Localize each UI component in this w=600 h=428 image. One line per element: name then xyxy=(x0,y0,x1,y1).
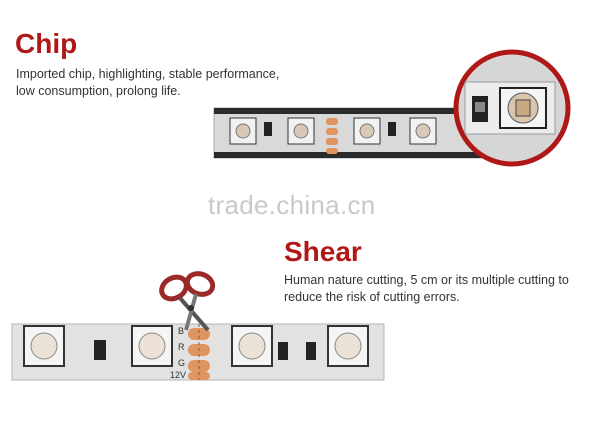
led-chip xyxy=(327,325,369,367)
pad-label-r: R xyxy=(178,342,185,352)
watermark: trade.china.cn xyxy=(208,190,376,220)
led-chip xyxy=(131,325,173,367)
led-chip xyxy=(23,325,65,367)
pad-label-12v: 12V xyxy=(170,370,186,380)
shear-heading: Shear xyxy=(284,236,362,267)
zoom-lens-icon xyxy=(453,49,571,167)
chip-description-line-1: Imported chip, highlighting, stable perf… xyxy=(16,67,280,81)
pad-label-b: B xyxy=(178,326,184,336)
shear-description-line-1: Human nature cutting, 5 cm or its multip… xyxy=(284,273,569,287)
led-chip xyxy=(287,117,315,145)
scissors-icon xyxy=(159,271,216,332)
chip-heading: Chip xyxy=(15,28,78,59)
pad-label-g: G xyxy=(178,358,185,368)
chip-description-line-2: low consumption, prolong life. xyxy=(16,84,181,98)
chip-description: Imported chip, highlighting, stable perf… xyxy=(16,66,316,100)
led-chip xyxy=(231,325,273,367)
led-chip xyxy=(229,117,257,145)
led-chip xyxy=(353,117,381,145)
copper-pads xyxy=(326,118,338,154)
led-strip-bottom-photo: B R G 12V xyxy=(11,271,385,381)
shear-description-line-2: reduce the risk of cutting errors. xyxy=(284,290,460,304)
shear-description: Human nature cutting, 5 cm or its multip… xyxy=(284,272,594,306)
led-strip-top-photo xyxy=(213,49,571,167)
led-chip xyxy=(409,117,437,145)
